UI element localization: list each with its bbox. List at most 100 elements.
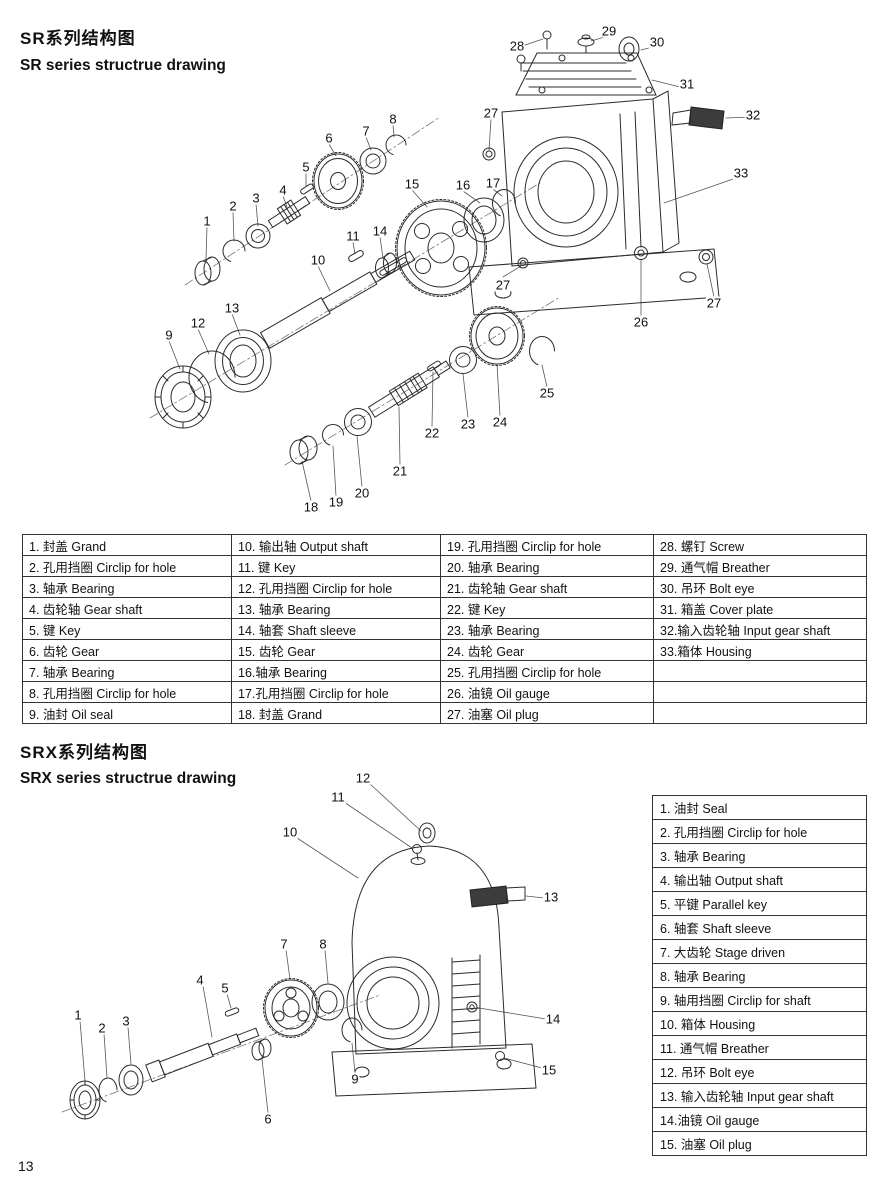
sr-parts-table-body: 1. 封盖 Grand 10. 输出轴 Output shaft 19. 孔用挡… (22, 534, 867, 724)
part-callout-label: 16 (454, 177, 472, 193)
page-number: 13 (18, 1158, 34, 1174)
srx-title-zh: SRX系列结构图 (20, 743, 148, 762)
sr-breather (577, 34, 595, 54)
sr-input-shaft-parts (194, 134, 407, 286)
srx-parts-table: 1. 油封 Seal 2. 孔用挡圈 Circlip for hole 3. 轴… (652, 795, 867, 1156)
part-callout-label: 17 (484, 175, 502, 191)
part-cell: 10. 输出轴 Output shaft (231, 534, 441, 556)
part-callout-label: 4 (278, 182, 288, 198)
sr-table-row: 1. 封盖 Grand 10. 输出轴 Output shaft 19. 孔用挡… (22, 534, 867, 556)
srx-parts-table-body: 1. 油封 Seal 2. 孔用挡圈 Circlip for hole 3. 轴… (652, 795, 867, 1156)
part-cell: 12. 吊环 Bolt eye (652, 1059, 867, 1084)
part-callout-label: 21 (391, 463, 409, 479)
sr-output-shaft-parts (154, 189, 516, 429)
part-cell: 3. 轴承 Bearing (22, 576, 232, 598)
part-cell: 3. 轴承 Bearing (652, 843, 867, 868)
part-callout-label: 2 (228, 198, 238, 214)
part-cell (653, 702, 867, 724)
srx-table-row: 15. 油塞 Oil plug (652, 1131, 867, 1156)
sr-parts-table: 1. 封盖 Grand 10. 输出轴 Output shaft 19. 孔用挡… (22, 534, 867, 724)
srx-oil-gauge (466, 1001, 478, 1013)
part-cell: 26. 油镜 Oil gauge (440, 681, 654, 703)
sr-bolt-eye (618, 36, 640, 62)
part-callout-label: 12 (189, 315, 207, 331)
part-callout-label: 15 (403, 176, 421, 192)
part-cell (653, 660, 867, 682)
sr-input-gear-shaft (671, 106, 725, 130)
sr-table-row: 2. 孔用挡圈 Circlip for hole 11. 键 Key 20. 轴… (22, 555, 867, 577)
sr-table-row: 7. 轴承 Bearing 16.轴承 Bearing 25. 孔用挡圈 Cir… (22, 660, 867, 682)
part-callout-label: 6 (324, 130, 334, 146)
srx-housing-assembly (331, 822, 537, 1097)
part-cell: 17.孔用挡圈 Circlip for hole (231, 681, 441, 703)
srx-table-row: 2. 孔用挡圈 Circlip for hole (652, 819, 867, 844)
sr-oil-gauge (634, 246, 648, 260)
part-cell: 29. 通气帽 Breather (653, 555, 867, 577)
part-cell: 31. 箱盖 Cover plate (653, 597, 867, 619)
srx-table-row: 14.油镜 Oil gauge (652, 1107, 867, 1132)
part-callout-label: 13 (542, 889, 560, 905)
sr-intermediate-shaft-parts (289, 306, 555, 465)
part-callout-label: 8 (318, 936, 328, 952)
srx-table-row: 10. 箱体 Housing (652, 1011, 867, 1036)
part-callout-label: 1 (73, 1007, 83, 1023)
srx-table-row: 12. 吊环 Bolt eye (652, 1059, 867, 1084)
srx-centerline (61, 994, 381, 1113)
srx-breather (410, 844, 426, 865)
srx-table-row: 1. 油封 Seal (652, 795, 867, 820)
part-cell: 6. 齿轮 Gear (22, 639, 232, 661)
part-callout-label: 22 (423, 425, 441, 441)
part-callout-label: 10 (309, 252, 327, 268)
sr-centerline-output (149, 182, 541, 419)
srx-table-row: 7. 大齿轮 Stage driven (652, 939, 867, 964)
part-callout-label: 5 (220, 980, 230, 996)
sr-title-en: SR series structrue drawing (20, 57, 226, 74)
srx-table-row: 5. 平键 Parallel key (652, 891, 867, 916)
part-cell: 18. 封盖 Grand (231, 702, 441, 724)
part-callout-label: 27 (705, 295, 723, 311)
sr-housing-assembly (468, 30, 725, 316)
part-callout-label: 28 (508, 38, 526, 54)
part-cell: 20. 轴承 Bearing (440, 555, 654, 577)
part-cell: 2. 孔用挡圈 Circlip for hole (22, 555, 232, 577)
part-callout-label: 27 (482, 105, 500, 121)
part-cell: 14.油镜 Oil gauge (652, 1107, 867, 1132)
part-cell: 32.输入齿轮轴 Input gear shaft (653, 618, 867, 640)
sr-housing-body (468, 90, 720, 316)
part-cell: 13. 轴承 Bearing (231, 597, 441, 619)
srx-bolt-eye (418, 822, 436, 844)
part-cell: 5. 平键 Parallel key (652, 891, 867, 916)
part-cell: 21. 齿轮轴 Gear shaft (440, 576, 654, 598)
part-callout-label: 7 (279, 936, 289, 952)
part-callout-label: 8 (388, 111, 398, 127)
part-cell: 10. 箱体 Housing (652, 1011, 867, 1036)
part-callout-label: 11 (330, 789, 346, 805)
part-callout-label: 3 (251, 190, 261, 206)
part-cell: 23. 轴承 Bearing (440, 618, 654, 640)
part-callout-label: 30 (648, 34, 666, 50)
part-callout-label: 25 (538, 385, 556, 401)
part-cell: 9. 轴用挡圈 Circlip for shaft (652, 987, 867, 1012)
srx-table-row: 3. 轴承 Bearing (652, 843, 867, 868)
part-cell: 8. 孔用挡圈 Circlip for hole (22, 681, 232, 703)
part-callout-label: 10 (281, 824, 299, 840)
srx-table-row: 8. 轴承 Bearing (652, 963, 867, 988)
part-callout-label: 19 (327, 494, 345, 510)
part-callout-label: 31 (678, 76, 696, 92)
part-cell (653, 681, 867, 703)
part-callout-label: 3 (121, 1013, 131, 1029)
part-cell: 1. 油封 Seal (652, 795, 867, 820)
part-cell: 7. 大齿轮 Stage driven (652, 939, 867, 964)
part-callout-label: 13 (223, 300, 241, 316)
part-cell: 4. 齿轮轴 Gear shaft (22, 597, 232, 619)
part-cell: 6. 轴套 Shaft sleeve (652, 915, 867, 940)
part-cell: 5. 键 Key (22, 618, 232, 640)
part-callout-label: 23 (459, 416, 477, 432)
part-cell: 30. 吊环 Bolt eye (653, 576, 867, 598)
part-cell: 11. 通气帽 Breather (652, 1035, 867, 1060)
part-callout-label: 33 (732, 165, 750, 181)
part-cell: 11. 键 Key (231, 555, 441, 577)
part-cell: 8. 轴承 Bearing (652, 963, 867, 988)
part-callout-label: 18 (302, 499, 320, 515)
